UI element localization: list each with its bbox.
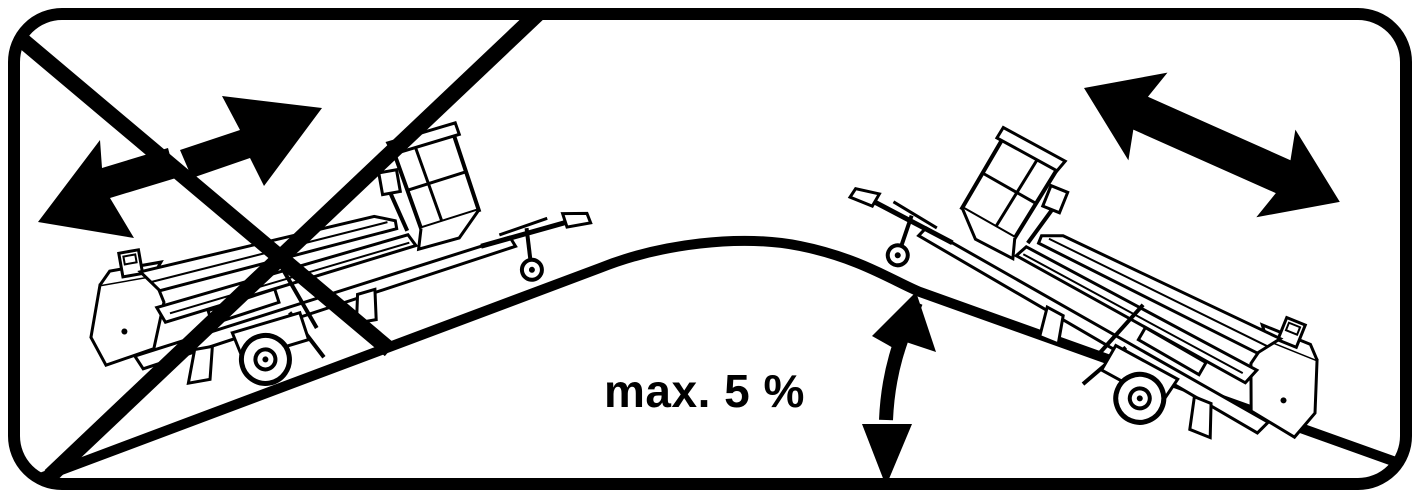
hill-ground-line (38, 235, 1406, 483)
sign-frame (8, 8, 1412, 490)
double-arrow-icon (38, 96, 322, 238)
prohibited-cross-icon (16, 14, 554, 482)
max-slope-label: max. 5 % (604, 365, 805, 417)
angle-arrow-icon (862, 292, 936, 484)
